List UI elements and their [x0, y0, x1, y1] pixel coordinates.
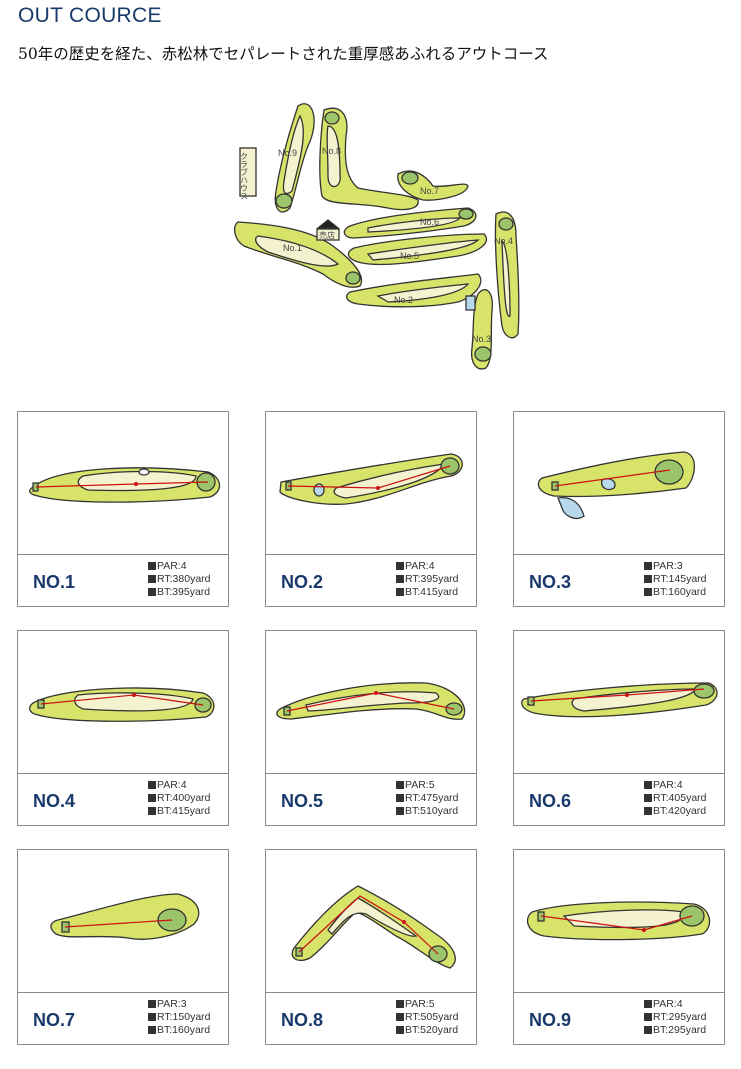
hole-info: PAR:4 RT:400yard BT:415yard: [148, 779, 211, 818]
shop-marker: [316, 228, 340, 241]
hole-info: PAR:3 RT:145yard BT:160yard: [644, 560, 707, 599]
hole-bt: BT:415yard: [148, 805, 211, 818]
hole-par: PAR:4: [396, 560, 459, 573]
hole-name: NO.7: [33, 1010, 76, 1030]
hole-name: NO.3: [529, 572, 572, 592]
hole-info: PAR:3 RT:150yard BT:160yard: [148, 998, 211, 1037]
hole-rt: RT:405yard: [644, 792, 707, 805]
hole-par: PAR:3: [148, 998, 211, 1011]
hole-card-3[interactable]: NO.3 PAR:3 RT:145yard BT:160yard: [513, 411, 725, 607]
hole-rt: RT:295yard: [644, 1011, 707, 1024]
hole-par: PAR:4: [148, 779, 211, 792]
hole-par: PAR:5: [396, 998, 459, 1011]
hole-1-map: [18, 412, 228, 555]
page-title: OUT COURCE: [18, 4, 162, 27]
overview-label-6: No.6: [420, 217, 439, 227]
page-subtitle: 50年の歴史を経た、赤松林でセパレートされた重厚感あふれるアウトコース: [18, 45, 549, 63]
hole-card-9[interactable]: NO.9 PAR:4 RT:295yard BT:295yard: [513, 849, 725, 1045]
hole-4-map: [18, 631, 228, 774]
hole-info: PAR:4 RT:380yard BT:395yard: [148, 560, 211, 599]
hole-9-map: [514, 850, 724, 993]
hole-par: PAR:3: [644, 560, 707, 573]
hole-rt: RT:145yard: [644, 573, 707, 586]
hole-name: NO.8: [281, 1010, 324, 1030]
hole-rt: RT:475yard: [396, 792, 459, 805]
hole-rt: RT:505yard: [396, 1011, 459, 1024]
clubhouse-label: クラブハウス: [240, 152, 249, 200]
hole-bt: BT:160yard: [644, 586, 707, 599]
hole-name: NO.6: [529, 791, 572, 811]
hole-card-1[interactable]: NO.1 PAR:4 RT:380yard BT:395yard: [17, 411, 229, 607]
hole-8-map: [266, 850, 476, 993]
hole-name: NO.9: [529, 1010, 572, 1030]
hole-bt: BT:160yard: [148, 1024, 211, 1037]
overview-label-9: No.9: [278, 148, 297, 158]
hole-3-map: [514, 412, 724, 555]
hole-bt: BT:520yard: [396, 1024, 459, 1037]
hole-7-map: [18, 850, 228, 993]
hole-bt: BT:420yard: [644, 805, 707, 818]
hole-info: PAR:5 RT:475yard BT:510yard: [396, 779, 459, 818]
overview-label-3: No.3: [472, 334, 491, 344]
hole-card-2[interactable]: NO.2 PAR:4 RT:395yard BT:415yard: [265, 411, 477, 607]
overview-hole-8: [319, 107, 419, 211]
hole-name: NO.5: [281, 791, 324, 811]
hole-bt: BT:295yard: [644, 1024, 707, 1037]
hole-par: PAR:5: [396, 779, 459, 792]
hole-bt: BT:395yard: [148, 586, 211, 599]
overview-label-2: No.2: [394, 295, 413, 305]
hole-name: NO.1: [33, 572, 76, 592]
hole-rt: RT:395yard: [396, 573, 459, 586]
hole-info: PAR:5 RT:505yard BT:520yard: [396, 998, 459, 1037]
hole-info: PAR:4 RT:395yard BT:415yard: [396, 560, 459, 599]
overview-label-4: No.4: [494, 236, 513, 246]
hole-bt: BT:415yard: [396, 586, 459, 599]
hole-rt: RT:400yard: [148, 792, 211, 805]
clubhouse-marker: [239, 147, 257, 197]
shop-label: 売店: [319, 230, 335, 240]
hole-5-map: [266, 631, 476, 774]
course-overview-map: クラブハウス 売店 No.1 No.2 No.3 No.4 No.5 No.6 …: [228, 96, 528, 376]
hole-card-7[interactable]: NO.7 PAR:3 RT:150yard BT:160yard: [17, 849, 229, 1045]
hole-card-4[interactable]: NO.4 PAR:4 RT:400yard BT:415yard: [17, 630, 229, 826]
hole-info: PAR:4 RT:405yard BT:420yard: [644, 779, 707, 818]
hole-par: PAR:4: [644, 998, 707, 1011]
hole-par: PAR:4: [644, 779, 707, 792]
hole-6-map: [514, 631, 724, 774]
hole-info: PAR:4 RT:295yard BT:295yard: [644, 998, 707, 1037]
hole-name: NO.2: [281, 572, 324, 592]
hole-rt: RT:150yard: [148, 1011, 211, 1024]
hole-card-6[interactable]: NO.6 PAR:4 RT:405yard BT:420yard: [513, 630, 725, 826]
overview-label-8: No.8: [322, 146, 341, 156]
hole-bt: BT:510yard: [396, 805, 459, 818]
overview-label-7: No.7: [420, 186, 439, 196]
hole-rt: RT:380yard: [148, 573, 211, 586]
hole-par: PAR:4: [148, 560, 211, 573]
overview-label-5: No.5: [400, 251, 419, 261]
hole-card-5[interactable]: NO.5 PAR:5 RT:475yard BT:510yard: [265, 630, 477, 826]
overview-label-1: No.1: [283, 243, 302, 253]
hole-name: NO.4: [33, 791, 76, 811]
hole-card-8[interactable]: NO.8 PAR:5 RT:505yard BT:520yard: [265, 849, 477, 1045]
hole-2-map: [266, 412, 476, 555]
